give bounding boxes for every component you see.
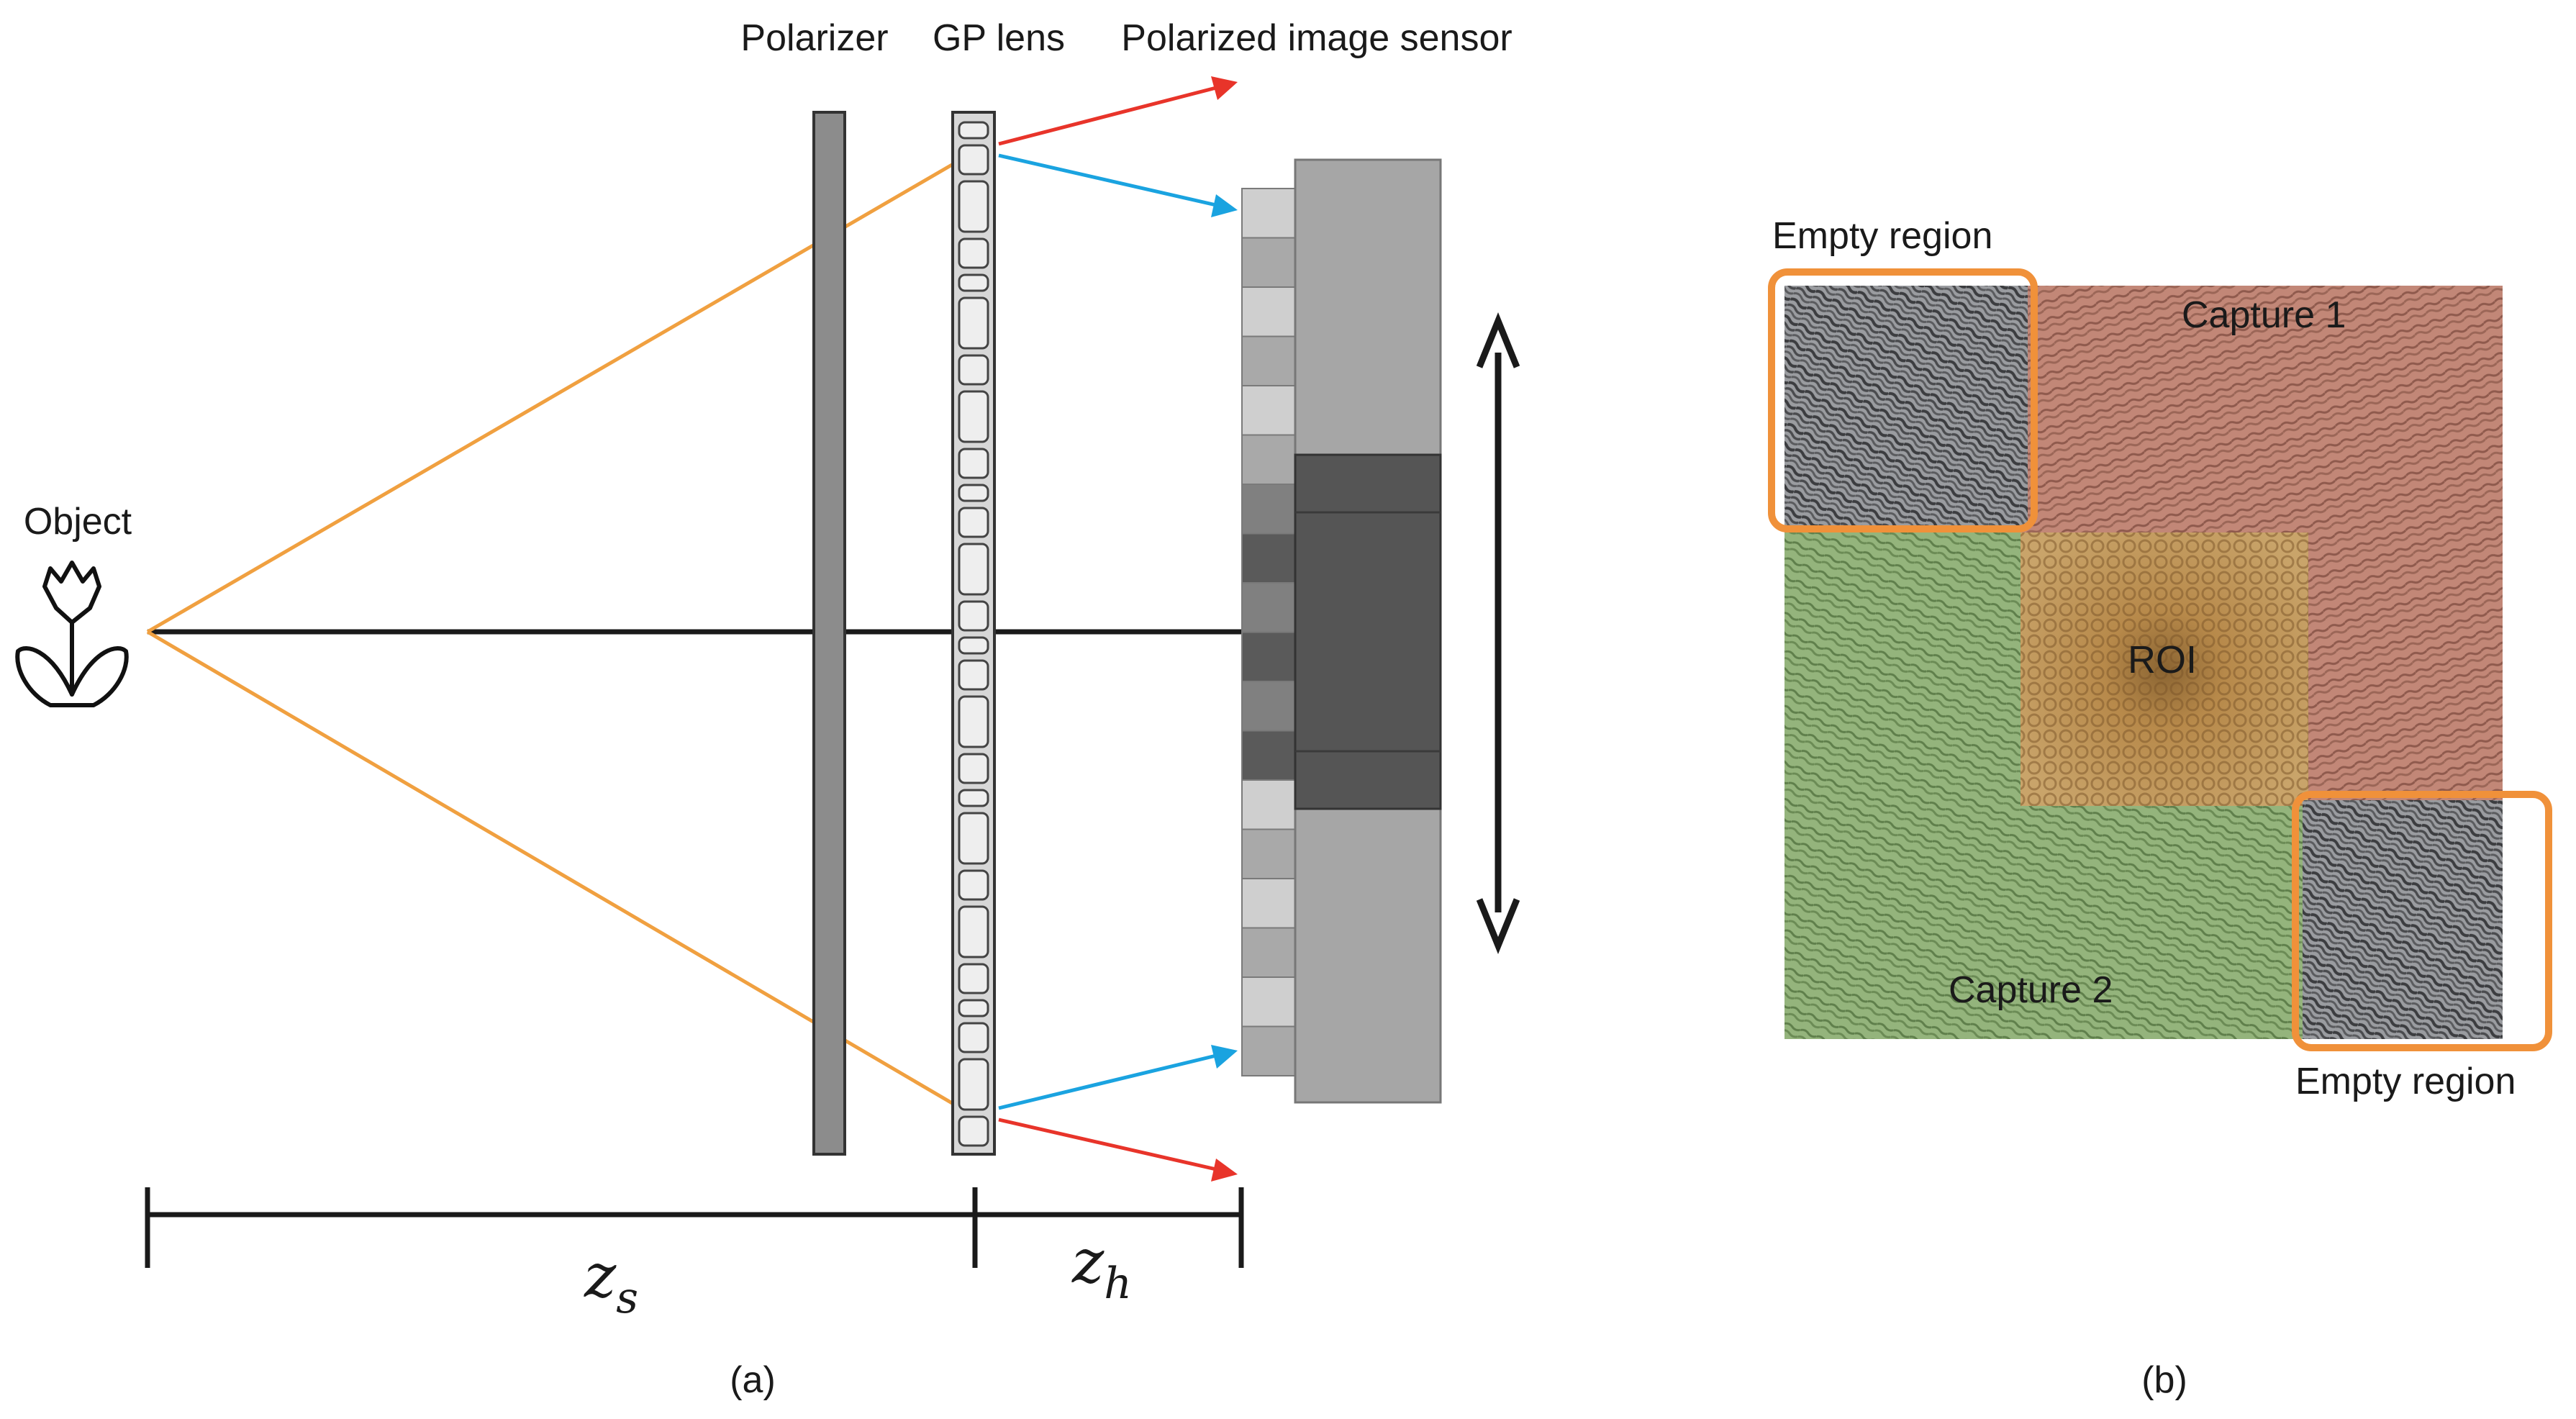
gp-lens-cell [958, 1115, 989, 1147]
panel-a: Object Polarizer GP lens Polarized image [15, 17, 1520, 1401]
sensor-pixel [1241, 434, 1296, 485]
gp-lens-cell [958, 753, 989, 784]
empty-region-top-label: Empty region [1772, 215, 1992, 257]
gp-lens-cell [958, 1058, 989, 1111]
polarizer-plate [812, 111, 846, 1156]
gp-lens-cell [958, 507, 989, 538]
gp-lens-cell [958, 144, 989, 176]
gp-lens-cell [958, 484, 989, 502]
gp-lens-cell [958, 812, 989, 865]
polarizer-label: Polarizer [740, 17, 888, 59]
gp-lens-cell [958, 273, 989, 292]
sensor-pixel [1241, 484, 1296, 535]
sensor-pixel [1241, 532, 1296, 584]
sensor-pixel [1241, 976, 1296, 1028]
gp-lens-cell [958, 695, 989, 748]
empty-region-bottom-label: Empty region [2295, 1061, 2516, 1102]
empty-region-bottom-box [2292, 791, 2552, 1051]
capture1-label: Capture 1 [2182, 294, 2346, 336]
capture2-label: Capture 2 [1949, 969, 2113, 1011]
gp-lens-cell [958, 659, 989, 691]
sensor-pixel [1241, 631, 1296, 682]
gp-lens-cell [958, 636, 989, 655]
sensor-pixel [1241, 188, 1296, 239]
blue-arrow-lower-head [1211, 1045, 1238, 1069]
gp-lens-cell [958, 1022, 989, 1053]
sensor-pixel [1241, 878, 1296, 929]
gp-lens-cell [958, 543, 989, 596]
gp-lens-cell [958, 905, 989, 958]
panel-b: Empty region Capture 1 ROI Capture 2 Emp… [1768, 215, 2552, 1401]
gp-lens-label: GP lens [933, 17, 1065, 59]
object-label: Object [24, 501, 132, 543]
sensor-active-area [1294, 453, 1442, 810]
sensor-pixel [1241, 828, 1296, 879]
gp-lens-cell [958, 448, 989, 479]
double-arrow-icon [1476, 312, 1520, 954]
caption-b: (b) [2141, 1359, 2187, 1401]
blue-arrow-lower [998, 1053, 1217, 1110]
empty-region-top [1784, 286, 2028, 529]
gp-lens-cell [958, 296, 989, 350]
gp-lens-cell [958, 999, 989, 1017]
polarized-image-sensor [1241, 158, 1442, 1104]
empty-region-bottom [2303, 800, 2503, 1039]
blue-arrow-upper [998, 153, 1217, 207]
gp-lens-cell [958, 869, 989, 901]
gp-lens-cell [958, 354, 989, 386]
gp-lens-cell [958, 600, 989, 632]
sensor-pixel-column [1241, 188, 1296, 1076]
gp-lens-cells [958, 121, 989, 1147]
sensor-pixel [1241, 779, 1296, 830]
blue-arrow-upper-head [1211, 194, 1238, 217]
zs-label: zs [584, 1241, 638, 1323]
sensor-pixel [1241, 582, 1296, 633]
output-arrows [998, 76, 1238, 1182]
gp-lens-cell [958, 180, 989, 233]
red-arrow-upper [998, 86, 1217, 146]
distance-axis [145, 1187, 1244, 1268]
gp-lens-cell [958, 390, 989, 443]
roi-label: ROI [2128, 638, 2197, 681]
zh-label: zh [1071, 1226, 1132, 1309]
sensor-pixel [1241, 237, 1296, 288]
gp-lens-cell [958, 963, 989, 994]
red-arrow-lower-head [1211, 1159, 1238, 1182]
gp-lens-cell [958, 237, 989, 269]
gp-lens-cell [958, 121, 989, 140]
sensor-pixel [1241, 927, 1296, 978]
empty-region-top-box [1768, 268, 2038, 532]
sensor-pixel [1241, 385, 1296, 436]
object-tulip-icon [15, 561, 129, 707]
sensor-label: Polarized image sensor [1121, 17, 1512, 59]
sensor-pixel [1241, 335, 1296, 386]
sensor-pixel [1241, 286, 1296, 337]
sensor-pixel [1241, 681, 1296, 732]
sensor-pixel [1241, 730, 1296, 781]
red-arrow-upper-head [1211, 76, 1238, 100]
red-arrow-lower [998, 1117, 1217, 1171]
caption-a: (a) [730, 1359, 776, 1401]
sensor-pixel [1241, 1025, 1296, 1076]
gp-lens-cell [958, 789, 989, 807]
